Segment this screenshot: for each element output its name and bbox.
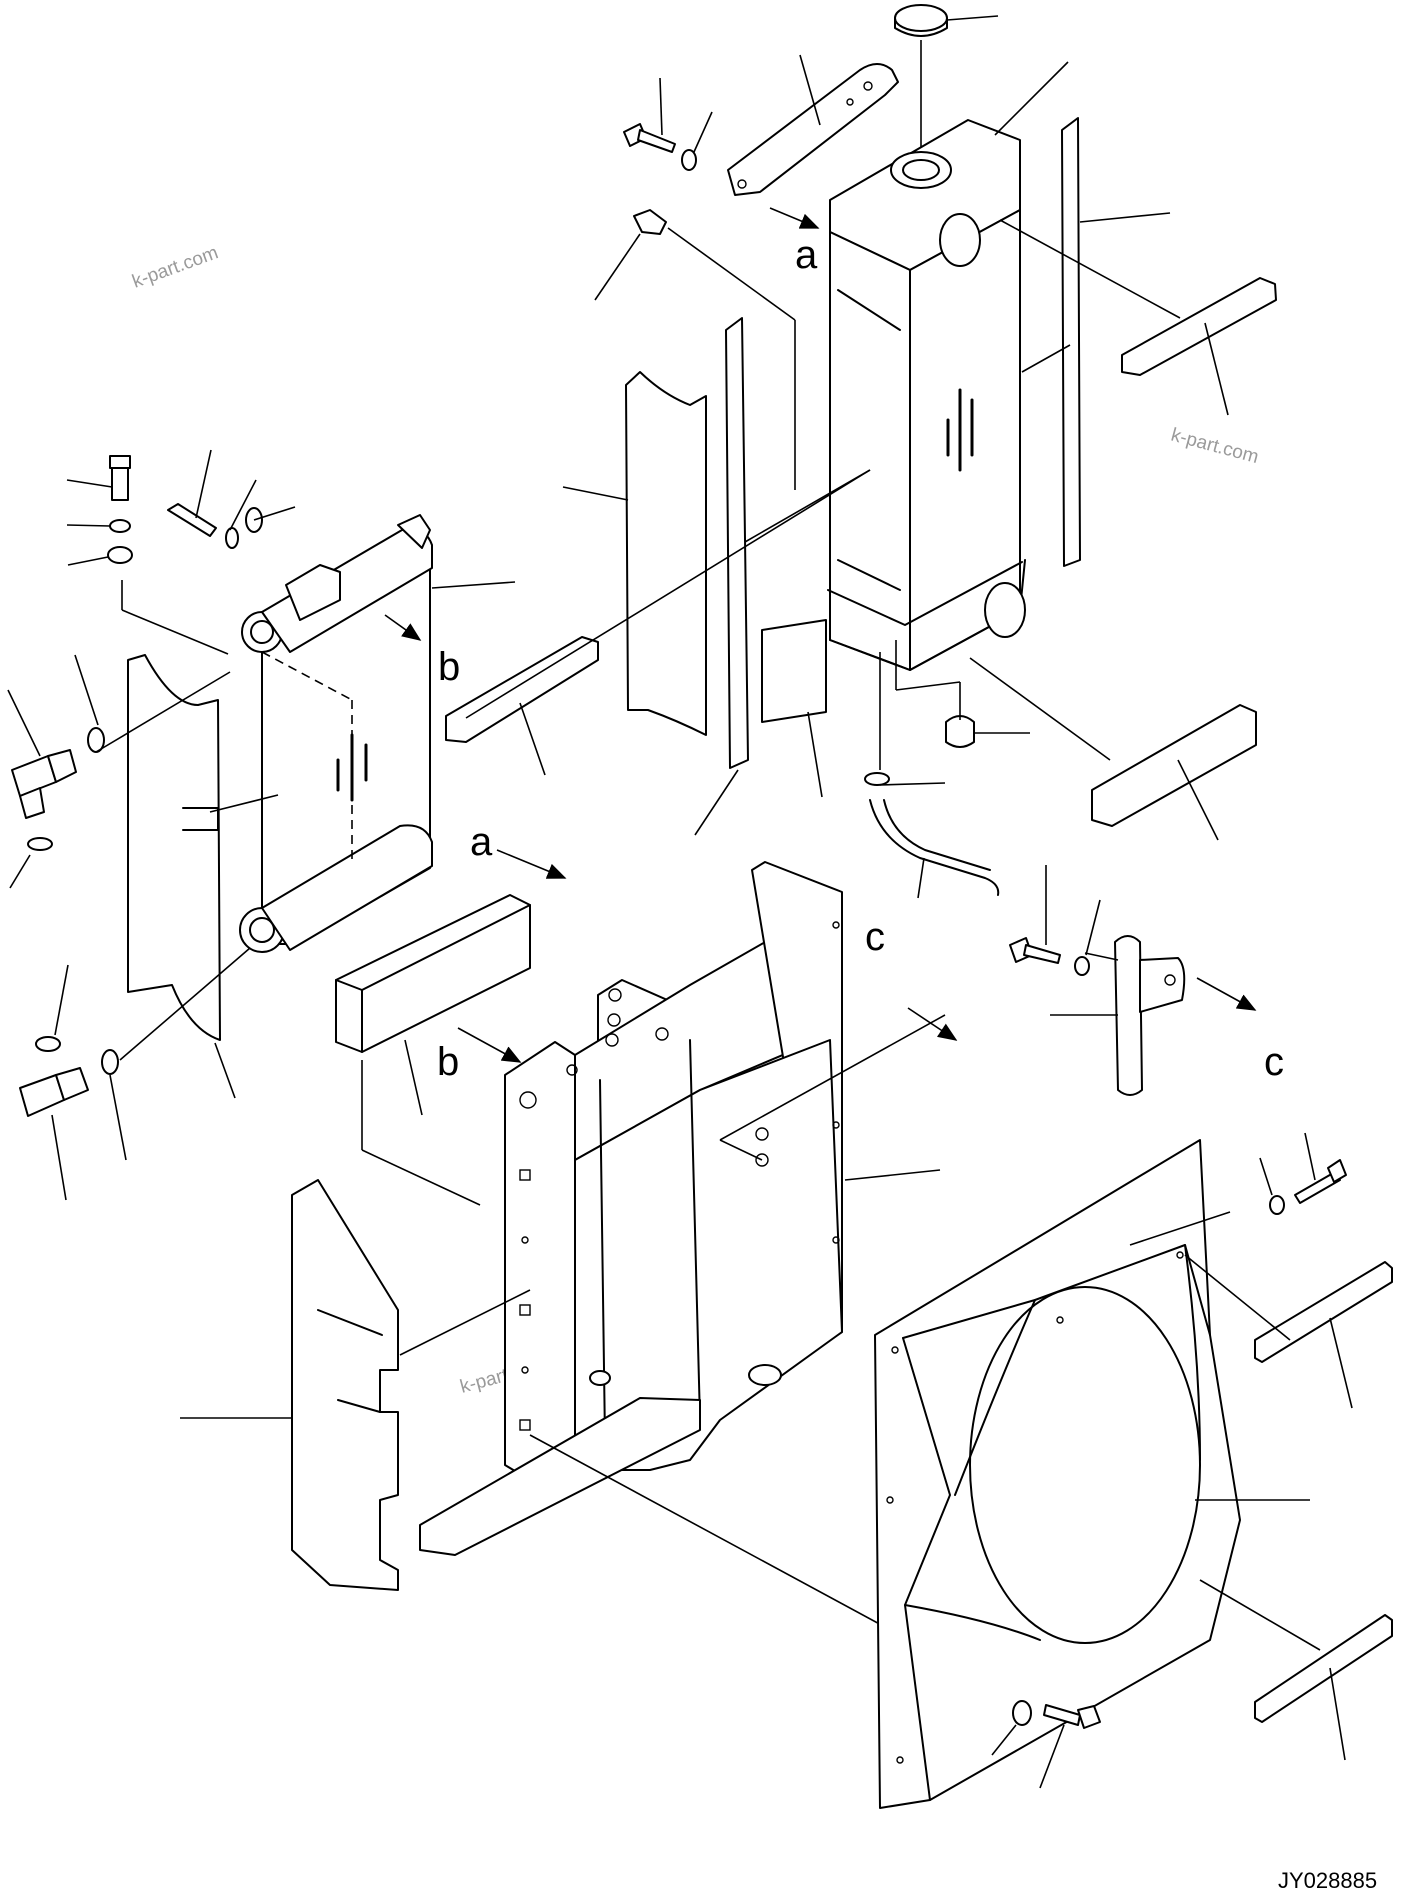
ref-letter-c-lower: c xyxy=(1264,1040,1284,1084)
rubber-strip-right xyxy=(1021,117,1171,567)
side-seal-bottom xyxy=(180,1179,399,1591)
foam-seal-large xyxy=(562,371,707,736)
ref-letter-a-upper: a xyxy=(795,233,818,277)
ref-letter-a-lower: a xyxy=(470,820,493,864)
direction-arrows xyxy=(384,207,1257,1063)
strip-right-lower xyxy=(1199,1579,1393,1761)
top-bracket xyxy=(727,54,899,196)
aftercooler xyxy=(239,514,516,953)
left-fittings xyxy=(7,449,296,1201)
radiator-cap xyxy=(894,4,999,160)
drain-cock xyxy=(594,209,796,490)
watermark-1: k-part.com xyxy=(130,242,222,292)
rubber-strip-middle xyxy=(694,317,871,836)
strip-right-upper xyxy=(1184,1254,1393,1409)
plug xyxy=(895,640,1030,748)
watermark-2: k-part.com xyxy=(1169,425,1261,469)
drawing-code: JY028885 xyxy=(1278,1868,1377,1893)
hose xyxy=(864,652,1000,899)
ref-letter-b-upper: b xyxy=(438,645,460,689)
foam-block xyxy=(335,894,531,1206)
bolt-bottom xyxy=(991,1700,1101,1789)
main-radiator xyxy=(827,61,1069,671)
foam-seal-left xyxy=(127,654,279,1099)
fan-shroud xyxy=(874,1139,1310,1809)
bolt-right xyxy=(1009,865,1101,976)
ref-letter-c-upper: c xyxy=(865,915,885,959)
strip-mid-right xyxy=(969,657,1257,841)
strip-top-right xyxy=(999,219,1277,416)
bolt-top xyxy=(623,77,713,171)
ref-letter-b-lower: b xyxy=(437,1040,459,1084)
bolt-bottom-right xyxy=(1259,1132,1347,1215)
cover-plate xyxy=(761,619,827,798)
strip-mid-left xyxy=(445,469,871,776)
shroud-frame xyxy=(399,861,1021,1701)
side-bracket xyxy=(1050,935,1186,1096)
